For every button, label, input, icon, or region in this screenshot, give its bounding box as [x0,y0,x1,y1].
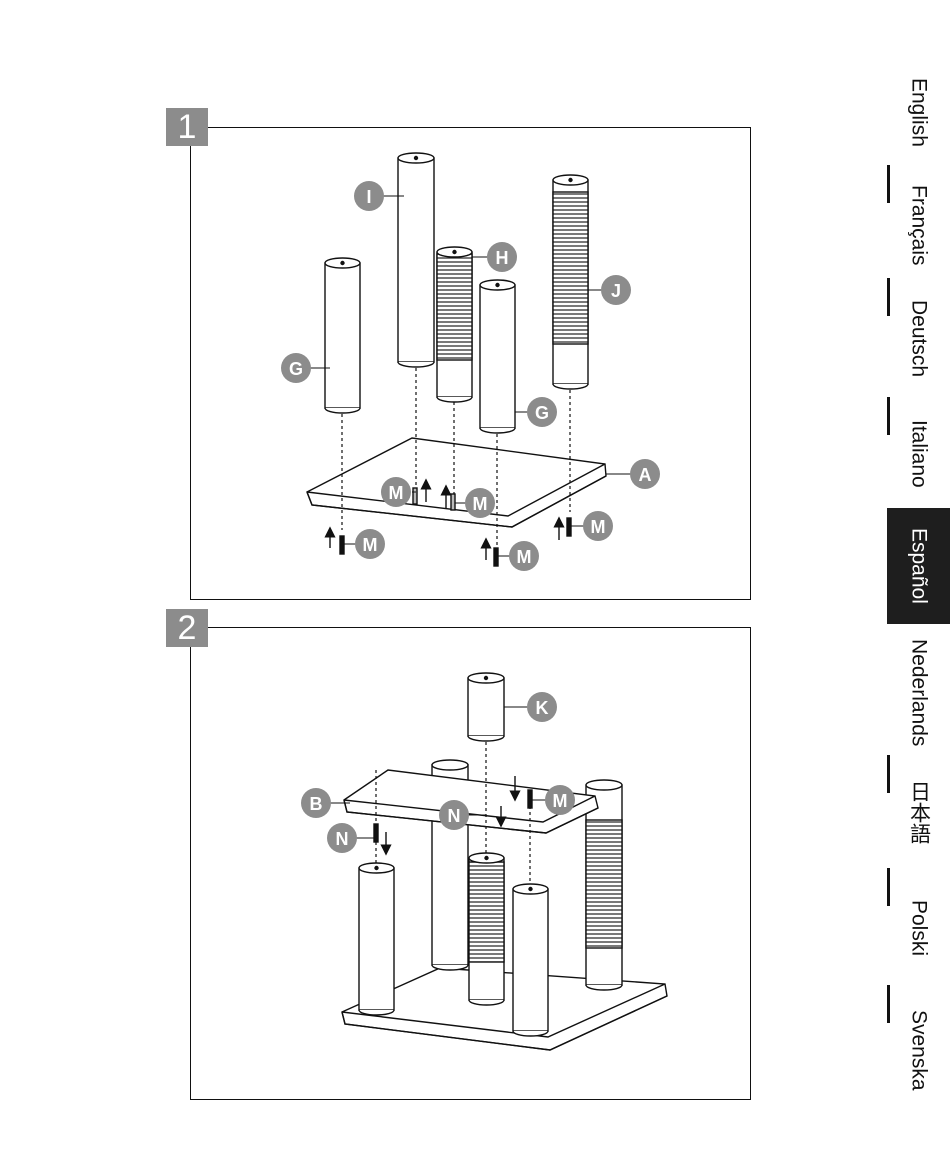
lang-tab-nederlands[interactable]: Nederlands [887,628,950,758]
callout-k-label: K [536,698,549,718]
lang-tab-espanol-label: Español [907,528,931,604]
callout-g-mid: G [527,397,557,427]
post-j [553,175,588,389]
center-rope-post [469,853,504,1005]
lang-tab-svenska[interactable]: Svenska [887,990,950,1110]
callout-b-label: B [310,794,323,814]
assembly-illustration: I H G J G A M M M M M [0,0,880,1154]
lang-tab-deutsch-label: Deutsch [907,300,931,377]
lang-tab-espanol[interactable]: Español [887,508,950,624]
lang-tab-english[interactable]: English [887,62,950,162]
base-plate-a [307,438,606,527]
post-i [398,153,434,367]
callout-h-label: H [496,248,509,268]
post-k [468,673,504,741]
callout-i: I [354,181,384,211]
callout-m1-label: M [363,535,378,555]
callout-m-label: M [553,791,568,811]
lang-tab-francais[interactable]: Français [887,172,950,278]
callout-m: M [545,785,575,815]
callout-n-mid: N [439,800,469,830]
callout-m2-label: M [389,483,404,503]
lang-tab-italiano[interactable]: Italiano [887,402,950,506]
lang-tab-polski[interactable]: Polski [887,872,950,984]
lang-tab-english-label: English [907,78,931,147]
lang-tab-polski-label: Polski [907,900,931,956]
callout-i-label: I [366,187,371,207]
callout-g-mid-label: G [535,403,549,423]
step-2-drawing [330,673,667,1050]
callout-m3: M [465,488,495,518]
front-right-post [513,884,548,1036]
callout-g-left-label: G [289,359,303,379]
lang-tab-japanese[interactable]: 日本語 [887,764,950,860]
callout-m4-label: M [517,547,532,567]
post-g-mid [480,280,515,433]
callout-n-left: N [327,823,357,853]
lang-tab-nederlands-label: Nederlands [907,639,931,746]
lang-tab-japanese-label: 日本語 [904,781,934,844]
post-h [437,247,472,402]
callout-n-mid-label: N [448,806,461,826]
callout-a: A [630,459,660,489]
callout-m5: M [583,511,613,541]
callout-j-label: J [611,281,621,301]
callout-m1: M [355,529,385,559]
callout-j: J [601,275,631,305]
callout-m3-label: M [473,494,488,514]
callout-b: B [301,788,331,818]
lang-tab-italiano-label: Italiano [907,420,931,488]
post-g-left [325,258,360,413]
callout-m5-label: M [591,517,606,537]
front-left-post [359,863,394,1015]
lang-tab-francais-label: Français [907,185,931,266]
lang-tab-deutsch[interactable]: Deutsch [887,284,950,394]
callout-h: H [487,242,517,272]
callout-g-left: G [281,353,311,383]
lang-tab-svenska-label: Svenska [907,1010,931,1091]
callout-a-label: A [639,465,652,485]
callout-m2: M [381,477,411,507]
callout-n-left-label: N [336,829,349,849]
callout-m4: M [509,541,539,571]
callout-k: K [527,692,557,722]
